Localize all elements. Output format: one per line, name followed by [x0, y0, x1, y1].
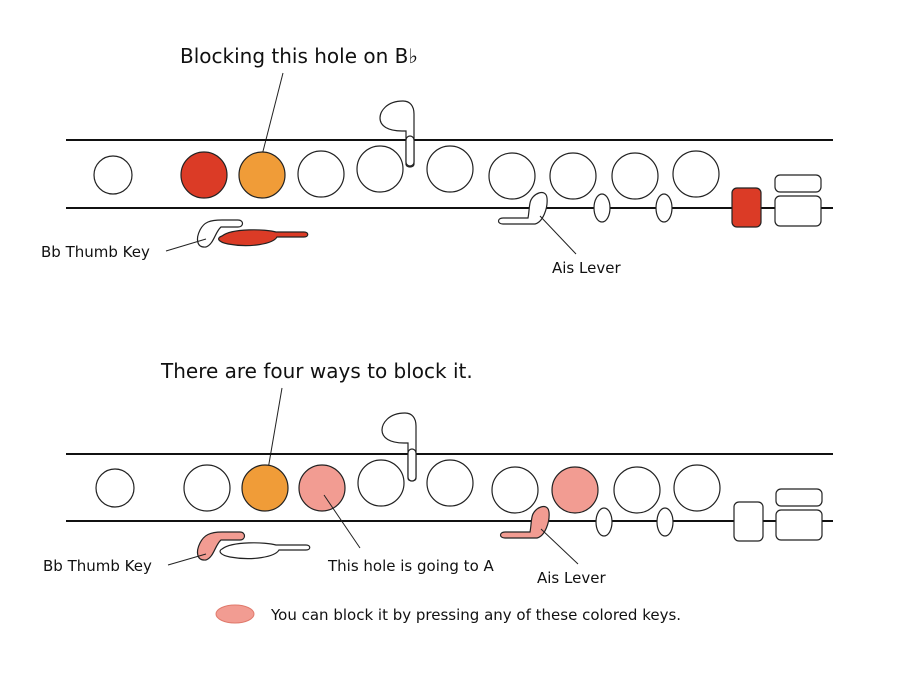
top-thumb-lever: [218, 229, 309, 247]
tone-hole-4: [298, 464, 346, 512]
top-small-key-2: [655, 193, 673, 223]
bottom-hole-label: This hole is going to A: [327, 557, 495, 575]
bottom-title: There are four ways to block it.: [160, 359, 473, 383]
tone-hole-5: [357, 459, 405, 507]
top-thumb-label: Bb Thumb Key: [41, 243, 150, 261]
tone-hole-3: [238, 151, 286, 199]
tone-hole-9: [613, 466, 661, 514]
tone-hole-10: [672, 150, 720, 198]
top-right-key-lower: [774, 195, 822, 227]
bottom-bb-thumb-key: [196, 531, 246, 561]
tone-hole-3: [241, 464, 289, 512]
top-right-key-upper: [774, 174, 822, 193]
bottom-ais-lever: [499, 505, 550, 539]
bottom-right-key-lower: [775, 509, 823, 541]
top-bb-thumb-key: [196, 219, 244, 248]
legend: You can block it by pressing any of thes…: [215, 604, 681, 624]
legend-swatch: [215, 604, 255, 624]
tone-hole-2: [180, 151, 228, 199]
trill-key-stem: [407, 448, 417, 482]
bottom-thumb-lever: [219, 542, 311, 560]
tone-hole-1: [95, 468, 135, 508]
bottom-thumb-pointer: [167, 553, 207, 566]
top-title-pointer: [258, 72, 284, 168]
top-ais-pointer: [539, 215, 577, 255]
tone-hole-7: [488, 152, 536, 200]
tone-hole-5: [356, 145, 404, 193]
tone-hole-2: [183, 464, 231, 512]
bottom-small-key-1: [595, 507, 613, 537]
bottom-ais-label: Ais Lever: [537, 569, 606, 587]
top-diagram: Blocking this hole on B♭ Bb Thumb Key Ai…: [41, 44, 833, 277]
top-thumb-pointer: [165, 238, 207, 252]
bottom-hole-pointer: [323, 494, 361, 549]
top-right-key: [731, 187, 762, 228]
tone-hole-6: [426, 145, 474, 193]
legend-text: You can block it by pressing any of thes…: [270, 606, 681, 624]
top-title: Blocking this hole on B♭: [180, 44, 418, 68]
tone-hole-4: [297, 150, 345, 198]
tone-hole-8: [549, 152, 597, 200]
top-small-key-1: [593, 193, 611, 223]
top-ais-lever: [497, 191, 548, 225]
top-ais-label: Ais Lever: [552, 259, 621, 277]
trill-key-stem: [405, 135, 415, 167]
bottom-diagram: There are four ways to block it. Bb Thum…: [43, 359, 833, 587]
bottom-small-key-2: [656, 507, 674, 537]
tone-hole-10: [673, 464, 721, 512]
tone-hole-1: [93, 155, 133, 195]
tone-hole-8: [551, 466, 599, 514]
tone-hole-7: [491, 466, 539, 514]
bottom-right-key: [733, 501, 764, 542]
tone-hole-6: [426, 459, 474, 507]
tone-hole-9: [611, 152, 659, 200]
bottom-thumb-label: Bb Thumb Key: [43, 557, 152, 575]
bottom-ais-pointer: [540, 528, 579, 565]
bottom-right-key-upper: [775, 488, 823, 507]
